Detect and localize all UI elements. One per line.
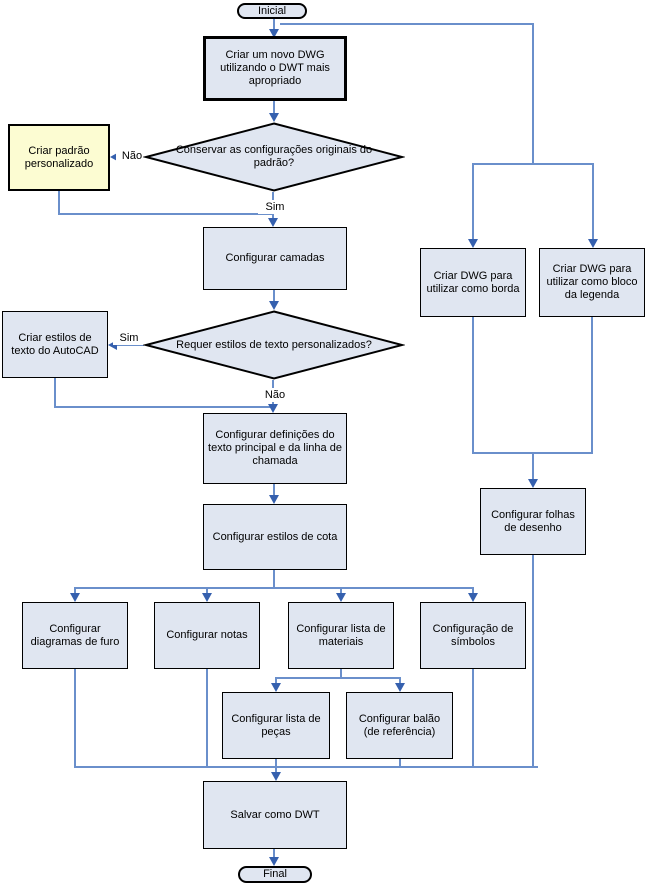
edge-right-branch-split bbox=[472, 163, 594, 165]
node-criar-estilos-texto-autocad: Criar estilos de texto do AutoCAD bbox=[2, 311, 108, 378]
arrowhead-into-salvar bbox=[271, 772, 281, 781]
edge-label-sim2: Sim bbox=[113, 331, 145, 345]
arrowhead-into-notas bbox=[202, 593, 212, 602]
edge-legenda-down bbox=[591, 317, 593, 454]
edge-collector bbox=[74, 766, 538, 768]
node-label: Criar DWG para utilizar como bloco da le… bbox=[546, 263, 638, 301]
edge-furo-collector bbox=[74, 669, 76, 768]
edge-drop-balao bbox=[399, 677, 401, 685]
edge-inicial-criar-dwg bbox=[273, 18, 275, 31]
edge-materiais-stem bbox=[340, 669, 342, 679]
node-label: Inicial bbox=[257, 4, 287, 17]
edge-definicoes-cota bbox=[273, 484, 275, 497]
node-decisao-estilos-texto: Requer estilos de texto personalizados? bbox=[143, 310, 405, 380]
node-configurar-definicoes-texto: Configurar definições do texto principal… bbox=[203, 413, 347, 484]
edge-estilos-join bbox=[54, 406, 274, 408]
arrowhead-into-balao bbox=[395, 683, 405, 692]
node-label: Configurar folhas de desenho bbox=[491, 508, 575, 534]
arrowhead-into-decisao2 bbox=[269, 301, 279, 310]
node-configurar-notas: Configurar notas bbox=[154, 602, 260, 669]
node-label: Configurar camadas bbox=[225, 252, 325, 264]
edge-padrao-down bbox=[58, 191, 60, 215]
arrowhead-into-decisao1 bbox=[269, 113, 279, 122]
node-label: Criar DWG para utilizar como borda bbox=[426, 269, 520, 295]
edge-label-nao1: Não bbox=[116, 149, 148, 163]
edge-balao-collector bbox=[399, 759, 401, 768]
node-configurar-diagramas-furo: Configurar diagramas de furo bbox=[22, 602, 128, 669]
edge-inicial-right-branch bbox=[280, 23, 534, 25]
edge-notas-collector bbox=[206, 669, 208, 768]
arrowhead-into-cota bbox=[269, 495, 279, 504]
node-configurar-lista-materiais: Configurar lista de materiais bbox=[288, 602, 394, 669]
node-label: Configurar estilos de cota bbox=[212, 530, 338, 543]
node-terminator-inicial: Inicial bbox=[237, 3, 307, 19]
edge-label-sim1: Sim bbox=[258, 200, 292, 214]
arrowhead-into-definicoes bbox=[268, 404, 278, 413]
diamond-shape bbox=[143, 310, 405, 380]
edge-salvar-final bbox=[273, 849, 275, 859]
edge-estilos-down bbox=[54, 378, 56, 408]
node-configuracao-simbolos: Configuração de símbolos bbox=[420, 602, 526, 669]
edge-sub-split bbox=[275, 677, 401, 679]
node-configurar-folhas-desenho: Configurar folhas de desenho bbox=[480, 488, 586, 555]
edge-four-way-split bbox=[74, 587, 474, 589]
edge-decisao2-sim bbox=[115, 344, 144, 346]
node-label: Criar padrão personalizado bbox=[24, 144, 94, 170]
node-criar-dwg-bloco-legenda: Criar DWG para utilizar como bloco da le… bbox=[539, 248, 645, 317]
node-criar-novo-dwg: Criar um novo DWG utilizando o DWT mais … bbox=[203, 36, 347, 101]
edge-to-legenda bbox=[592, 163, 594, 241]
node-label: Configurar balão (de referência) bbox=[358, 712, 441, 738]
node-label: Configurar definições do texto principal… bbox=[208, 429, 342, 467]
edge-to-borda bbox=[472, 163, 474, 241]
arrowhead-into-criar-dwg bbox=[269, 29, 279, 38]
edge-right-branch-drop bbox=[532, 23, 534, 165]
node-terminator-final: Final bbox=[238, 866, 312, 883]
arrowhead-into-final bbox=[269, 857, 279, 866]
edge-drop-pecas bbox=[275, 677, 277, 685]
node-salvar-como-dwt: Salvar como DWT bbox=[203, 781, 347, 849]
arrowhead-into-pecas bbox=[271, 683, 281, 692]
edge-criar-dwg-decisao1 bbox=[273, 101, 275, 115]
node-configurar-lista-pecas: Configurar lista de peças bbox=[222, 692, 330, 759]
edge-folhas-collector bbox=[532, 555, 534, 768]
edge-drop-materiais bbox=[340, 587, 342, 595]
arrowhead-into-furo bbox=[70, 593, 80, 602]
arrowhead-into-padrao bbox=[110, 152, 119, 162]
edge-cota-stem bbox=[273, 570, 275, 588]
arrowhead-into-folhas bbox=[528, 479, 538, 488]
diamond-shape bbox=[143, 122, 405, 192]
arrowhead-into-legenda bbox=[588, 239, 598, 248]
arrowhead-into-materiais bbox=[336, 593, 346, 602]
arrowhead-into-camadas bbox=[268, 218, 278, 227]
edge-merge-folhas bbox=[532, 452, 534, 480]
edge-camadas-decisao2 bbox=[273, 290, 275, 303]
node-label: Configuração de símbolos bbox=[432, 622, 514, 648]
node-label: Salvar como DWT bbox=[230, 808, 320, 821]
node-label: Configurar lista de materiais bbox=[296, 622, 386, 648]
edge-padrao-join bbox=[58, 213, 274, 215]
node-label: Criar estilos de texto do AutoCAD bbox=[11, 331, 99, 357]
node-label: Final bbox=[263, 868, 287, 880]
node-configurar-camadas: Configurar camadas bbox=[203, 227, 347, 290]
node-decisao-configuracoes: Conservar as configurações originais do … bbox=[143, 122, 405, 192]
node-label: Criar um novo DWG utilizando o DWT mais … bbox=[220, 49, 330, 87]
node-configurar-balao: Configurar balão (de referência) bbox=[346, 692, 453, 759]
arrowhead-into-estilos-texto bbox=[108, 340, 117, 350]
edge-borda-down bbox=[472, 317, 474, 454]
edge-simbolos-collector bbox=[472, 669, 474, 768]
edge-label-nao2: Não bbox=[258, 388, 292, 402]
node-configurar-estilos-cota: Configurar estilos de cota bbox=[203, 504, 347, 570]
node-label: Configurar notas bbox=[166, 629, 248, 641]
node-label: Configurar diagramas de furo bbox=[30, 622, 120, 648]
node-label: Conservar as configurações originais do … bbox=[175, 144, 373, 169]
node-criar-dwg-borda: Criar DWG para utilizar como borda bbox=[420, 248, 526, 317]
edge-drop-furo bbox=[74, 587, 76, 595]
arrowhead-into-simbolos bbox=[468, 593, 478, 602]
arrowhead-into-borda bbox=[468, 239, 478, 248]
edge-drop-simbolos bbox=[472, 587, 474, 595]
node-label: Requer estilos de texto personalizados? bbox=[176, 338, 372, 351]
edge-drop-notas bbox=[206, 587, 208, 595]
node-criar-padrao-personalizado: Criar padrão personalizado bbox=[8, 124, 110, 191]
node-label: Configurar lista de peças bbox=[231, 712, 321, 738]
